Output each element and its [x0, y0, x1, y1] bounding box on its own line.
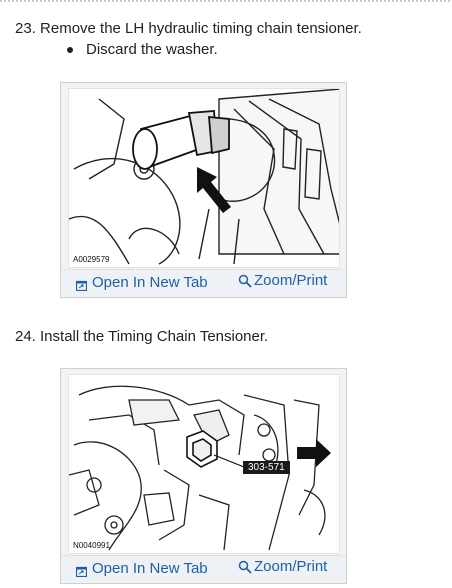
- magnifier-icon: [238, 274, 252, 288]
- top-divider: [0, 0, 452, 2]
- tensioner-removal-illustration: [69, 89, 339, 265]
- open-in-new-tab-label: Open In New Tab: [92, 560, 208, 577]
- open-in-new-tab-link[interactable]: Open In New Tab: [75, 560, 208, 578]
- open-new-tab-icon: [75, 278, 88, 291]
- figure-id-label: A0029579: [73, 255, 110, 264]
- open-new-tab-icon: [75, 564, 88, 577]
- tool-callout-label: 303-571: [243, 461, 290, 474]
- figure-toolbar: Open In New Tab Zoom/Print: [62, 555, 345, 581]
- zoom-print-label: Zoom/Print: [254, 558, 328, 575]
- arrow-icon: [197, 167, 231, 213]
- step-23-text: 23. Remove the LH hydraulic timing chain…: [15, 20, 362, 37]
- open-in-new-tab-link[interactable]: Open In New Tab: [75, 274, 208, 292]
- figure-a0029579: A0029579 Open In New Tab Zoom/Print: [60, 82, 347, 298]
- tensioner-install-illustration: [69, 385, 331, 551]
- open-in-new-tab-label: Open In New Tab: [92, 274, 208, 291]
- figure-n0040991: 303-571 N0040991 Open In New Tab Zoom/Pr…: [60, 368, 347, 584]
- magnifier-icon: [238, 560, 252, 574]
- step-24-text: 24. Install the Timing Chain Tensioner.: [15, 328, 269, 345]
- step-23-bullet: Discard the washer.: [86, 41, 218, 58]
- zoom-print-label: Zoom/Print: [254, 272, 328, 289]
- arrow-right-icon: [297, 439, 331, 467]
- bullet-dot: [67, 47, 73, 53]
- figure-a0029579-image[interactable]: A0029579: [68, 88, 340, 268]
- zoom-print-link[interactable]: Zoom/Print: [238, 558, 327, 576]
- figure-n0040991-image[interactable]: 303-571 N0040991: [68, 374, 340, 554]
- figure-id-label: N0040991: [73, 541, 110, 550]
- figure-toolbar: Open In New Tab Zoom/Print: [62, 269, 345, 295]
- zoom-print-link[interactable]: Zoom/Print: [238, 272, 327, 290]
